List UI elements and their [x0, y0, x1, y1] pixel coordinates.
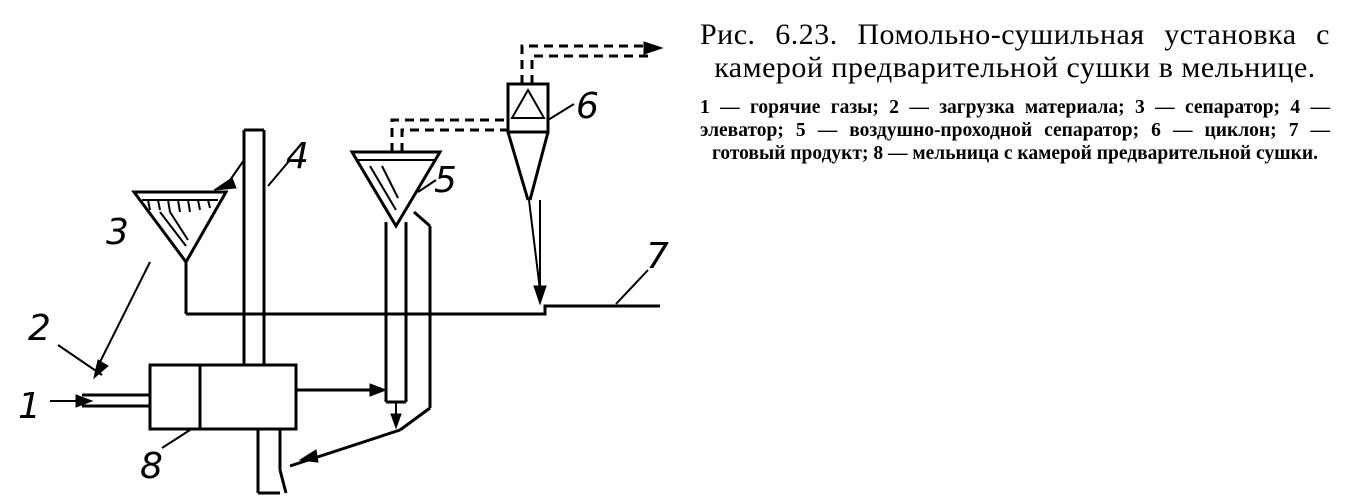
label-2: 2: [28, 308, 51, 349]
arrow-head: [533, 285, 547, 306]
leader-lines: [161, 103, 649, 449]
arrow-head: [75, 394, 94, 408]
arrow-head: [213, 177, 237, 191]
material-feed-2: [57, 261, 151, 380]
figure-legend: 1 — горячие газы; 2 — загрузка материала…: [700, 97, 1330, 164]
arrow-head: [369, 383, 388, 397]
label-3: 3: [106, 212, 129, 253]
air-separator-5: [349, 150, 443, 432]
label-5: 5: [434, 160, 457, 201]
label-7: 7: [646, 236, 669, 277]
mill-to-separator: [296, 383, 388, 397]
figure-title: Рис. 6.23. Помольно-сушильная установка …: [700, 18, 1330, 84]
mill-body: [148, 363, 298, 431]
elevator-4: [242, 128, 288, 495]
label-1: 1: [18, 386, 41, 427]
label-8: 8: [140, 446, 163, 487]
arrow-head: [643, 41, 664, 55]
arrow-head: [93, 359, 109, 380]
mill-8: [148, 363, 298, 431]
figure-caption: Рис. 6.23. Помольно-сушильная установка …: [700, 18, 1330, 165]
return-line: [289, 428, 401, 468]
hot-gas-inlet-1: [50, 393, 150, 408]
label-6: 6: [576, 86, 599, 127]
arrow-head: [390, 413, 402, 430]
arrow-head: [298, 449, 319, 463]
label-4: 4: [286, 136, 309, 177]
cyclone-6: [506, 82, 550, 306]
separator-3: [131, 159, 245, 314]
gas-ducts: [390, 41, 664, 152]
